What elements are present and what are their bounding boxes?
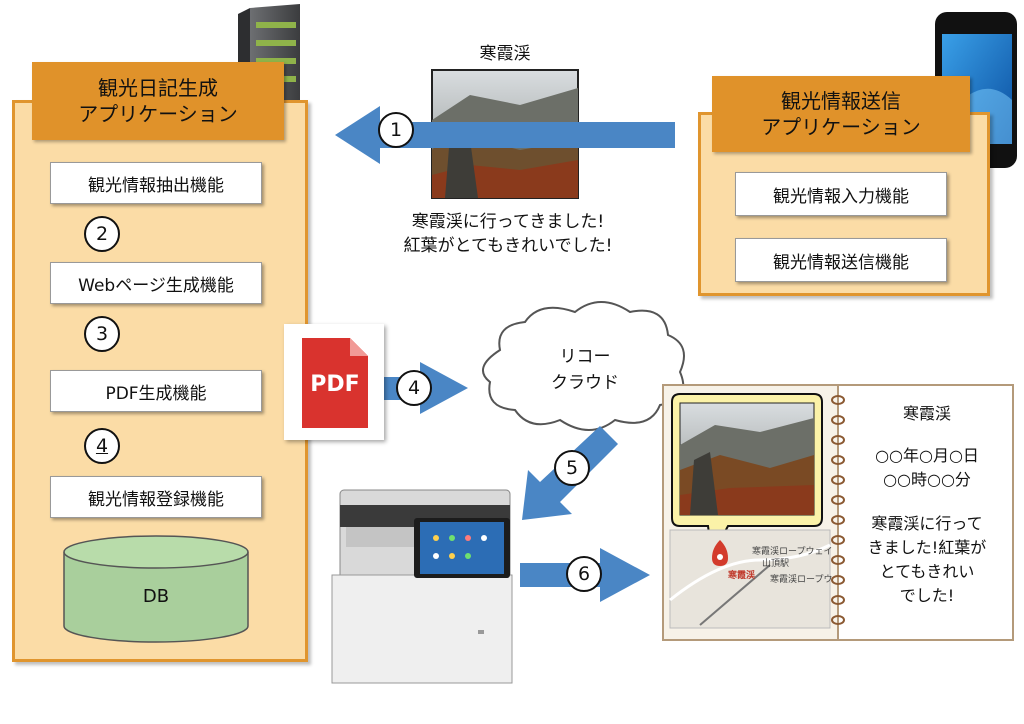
sender-app-title: 観光情報送信 アプリケーション bbox=[712, 76, 970, 152]
diary-text: 寒霞渓に行って きました!紅葉が とてもきれい でした! bbox=[867, 514, 987, 605]
diary-datetime: ○○年○月○日 ○○時○○分 bbox=[875, 446, 979, 489]
pdf-icon: PDF bbox=[284, 324, 384, 440]
function-pdf-generate: PDF生成機能 bbox=[50, 370, 262, 412]
function-info-send: 観光情報送信機能 bbox=[735, 238, 947, 282]
photo-caption: 寒霞渓に行ってきました! 紅葉がとてもきれいでした! bbox=[403, 212, 613, 256]
cloud-label: リコー クラウド bbox=[551, 347, 619, 393]
function-info-register: 観光情報登録機能 bbox=[50, 476, 262, 518]
function-info-input: 観光情報入力機能 bbox=[735, 172, 947, 216]
db-label: DB bbox=[142, 586, 170, 607]
pdf-icon-text: PDF bbox=[310, 372, 360, 397]
map-label-ropeway: 寒霞渓ロープウェイ bbox=[752, 547, 833, 557]
step-5-marker: 5 bbox=[554, 450, 590, 486]
step-4-cloud-marker: 4 bbox=[396, 370, 432, 406]
step-6-marker: 6 bbox=[566, 556, 602, 592]
map-label-ropeway-2: 寒霞渓ロープウ bbox=[770, 575, 833, 585]
diary-notebook bbox=[662, 384, 1014, 641]
photo-title: 寒霞渓 bbox=[479, 44, 531, 64]
map-label-summit: 山頂駅 bbox=[762, 559, 790, 569]
diary-title: 寒霞渓 bbox=[902, 404, 951, 423]
step-3-marker: 3 bbox=[84, 316, 120, 352]
step-4-marker-label: 4 bbox=[95, 435, 109, 457]
map-label-kankakei: 寒霞渓 bbox=[728, 571, 756, 581]
printer-icon bbox=[331, 489, 513, 684]
step-2-marker: 2 bbox=[84, 216, 120, 252]
step-4-marker: 4 bbox=[84, 428, 120, 464]
database-cylinder: DB bbox=[62, 534, 250, 644]
function-webpage-generate: Webページ生成機能 bbox=[50, 262, 262, 304]
arrow-step1 bbox=[335, 106, 675, 164]
function-info-extract: 観光情報抽出機能 bbox=[50, 162, 262, 204]
diary-app-title: 観光日記生成 アプリケーション bbox=[32, 62, 284, 140]
step-1-marker: 1 bbox=[378, 112, 414, 148]
